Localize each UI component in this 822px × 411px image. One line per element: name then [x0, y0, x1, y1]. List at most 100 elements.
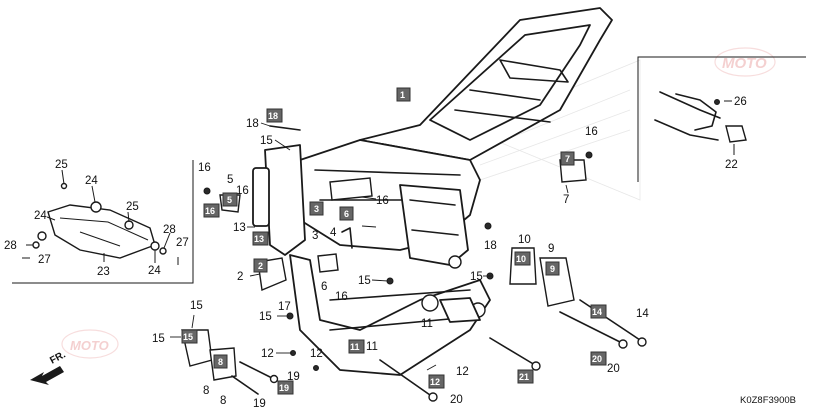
inset-right-border: [637, 56, 806, 182]
inset-right-group: [637, 56, 806, 182]
bolt-18-b: [484, 222, 492, 230]
callout-6: 6: [321, 281, 327, 293]
box-label-2: 2: [253, 258, 268, 273]
watermark-text-1: MOTO: [722, 55, 767, 72]
callout-22: 22: [725, 159, 738, 171]
main-frame-1: [252, 7, 613, 376]
svg-text:18: 18: [268, 111, 278, 121]
svg-text:3: 3: [314, 204, 319, 214]
callout-16-b: 16: [236, 185, 249, 197]
svg-text:9: 9: [550, 264, 555, 274]
callout-7: 7: [563, 194, 569, 206]
svg-text:21: 21: [519, 372, 529, 382]
callout-27-a: 27: [38, 254, 51, 266]
callout-3: 3: [312, 230, 318, 242]
bolt-19-b: [231, 375, 259, 395]
bolt-26: [714, 99, 720, 105]
bolt-24-a: [90, 201, 102, 213]
box-label-14: 14: [590, 304, 607, 319]
callout-11-a: 11: [421, 318, 433, 330]
box-label-16: 16: [203, 203, 220, 218]
callout-17: 17: [278, 301, 291, 313]
callout-18-b: 18: [484, 240, 497, 252]
bolt-20-b: [559, 311, 621, 343]
box-label-3: 3: [309, 201, 324, 216]
callout-16-d: 16: [335, 291, 348, 303]
callout-12-a: 12: [261, 348, 274, 360]
callout-2: 2: [237, 271, 243, 283]
collar-24-c: [150, 241, 160, 251]
bolt-16-a: [203, 187, 211, 195]
callout-4: 4: [330, 227, 337, 239]
front-direction-indicator: FR.: [30, 349, 68, 385]
callout-28-a: 28: [4, 240, 17, 252]
callout-28-b: 28: [163, 224, 176, 236]
leader-lines: [170, 122, 569, 371]
box-label-20: 20: [590, 351, 607, 366]
washer-28-a: [32, 241, 40, 249]
svg-text:12: 12: [430, 377, 440, 387]
callout-20-a: 20: [607, 363, 620, 375]
callout-15-e: 15: [152, 333, 165, 345]
svg-text:7: 7: [565, 154, 570, 164]
diagram-code: K0Z8F3900B: [740, 395, 796, 406]
box-label-21: 21: [517, 369, 534, 384]
box-label-6: 6: [339, 206, 354, 221]
callout-12-c: 12: [456, 366, 469, 378]
callout-20-b: 20: [450, 394, 463, 406]
callout-15-a: 15: [260, 135, 273, 147]
callout-19-a: 19: [287, 371, 300, 383]
svg-text:5: 5: [227, 195, 232, 205]
watermark-text-3: MOTO: [70, 338, 109, 353]
svg-text:14: 14: [592, 307, 602, 317]
inset-left-border: [12, 160, 194, 284]
box-label-18: 18: [266, 108, 283, 123]
inset-left-group: [12, 160, 194, 284]
callout-24-b: 24: [34, 210, 47, 222]
callout-15-c: 15: [259, 311, 272, 323]
callout-15-b: 15: [358, 275, 371, 287]
callout-labels: 25 24 25 24 28 28 27 27 24 23 16 5 16 18…: [4, 96, 747, 410]
box-label-15-a: 15: [181, 329, 198, 344]
bolt-25-b: [124, 220, 134, 230]
bolt-16-b: [585, 151, 593, 159]
box-label-10: 10: [514, 251, 531, 266]
steering-head-13: [252, 167, 270, 227]
svg-text:16: 16: [205, 206, 215, 216]
bracket-3: [329, 177, 373, 201]
washer-28-b: [159, 247, 167, 255]
nut-12-b: [313, 365, 319, 371]
callout-13: 13: [233, 222, 246, 234]
watermark-logo-top-right: MOTO: [714, 47, 776, 77]
callout-14: 14: [636, 308, 649, 320]
front-label: FR.: [48, 349, 68, 366]
svg-text:20: 20: [592, 354, 602, 364]
box-label-19: 19: [277, 380, 294, 395]
callout-25-b: 25: [126, 201, 139, 213]
callout-23: 23: [97, 266, 110, 278]
box-label-11: 11: [348, 339, 365, 354]
bolt-18-a: [269, 125, 301, 131]
callout-24-a: 24: [85, 175, 98, 187]
rod-4: [341, 227, 353, 249]
callout-9: 9: [548, 243, 554, 255]
callout-15-d: 15: [470, 271, 483, 283]
svg-text:10: 10: [516, 254, 526, 264]
callout-26: 26: [734, 96, 747, 108]
sensor-22: [725, 125, 747, 143]
skid-plate-23: [47, 204, 156, 259]
svg-text:6: 6: [344, 209, 349, 219]
box-label-12: 12: [428, 374, 445, 389]
callout-16-e: 16: [585, 126, 598, 138]
svg-text:15: 15: [183, 332, 193, 342]
svg-text:11: 11: [350, 342, 360, 352]
svg-text:2: 2: [258, 261, 263, 271]
box-label-5: 5: [222, 192, 238, 207]
callout-8-a: 8: [203, 385, 209, 397]
box-label-1: 1: [396, 87, 411, 102]
box-label-9: 9: [545, 261, 560, 276]
callout-12-b: 12: [310, 348, 323, 360]
callout-16-a: 16: [198, 162, 211, 174]
watermark-logo-bottom-left: MOTO: [61, 329, 119, 359]
